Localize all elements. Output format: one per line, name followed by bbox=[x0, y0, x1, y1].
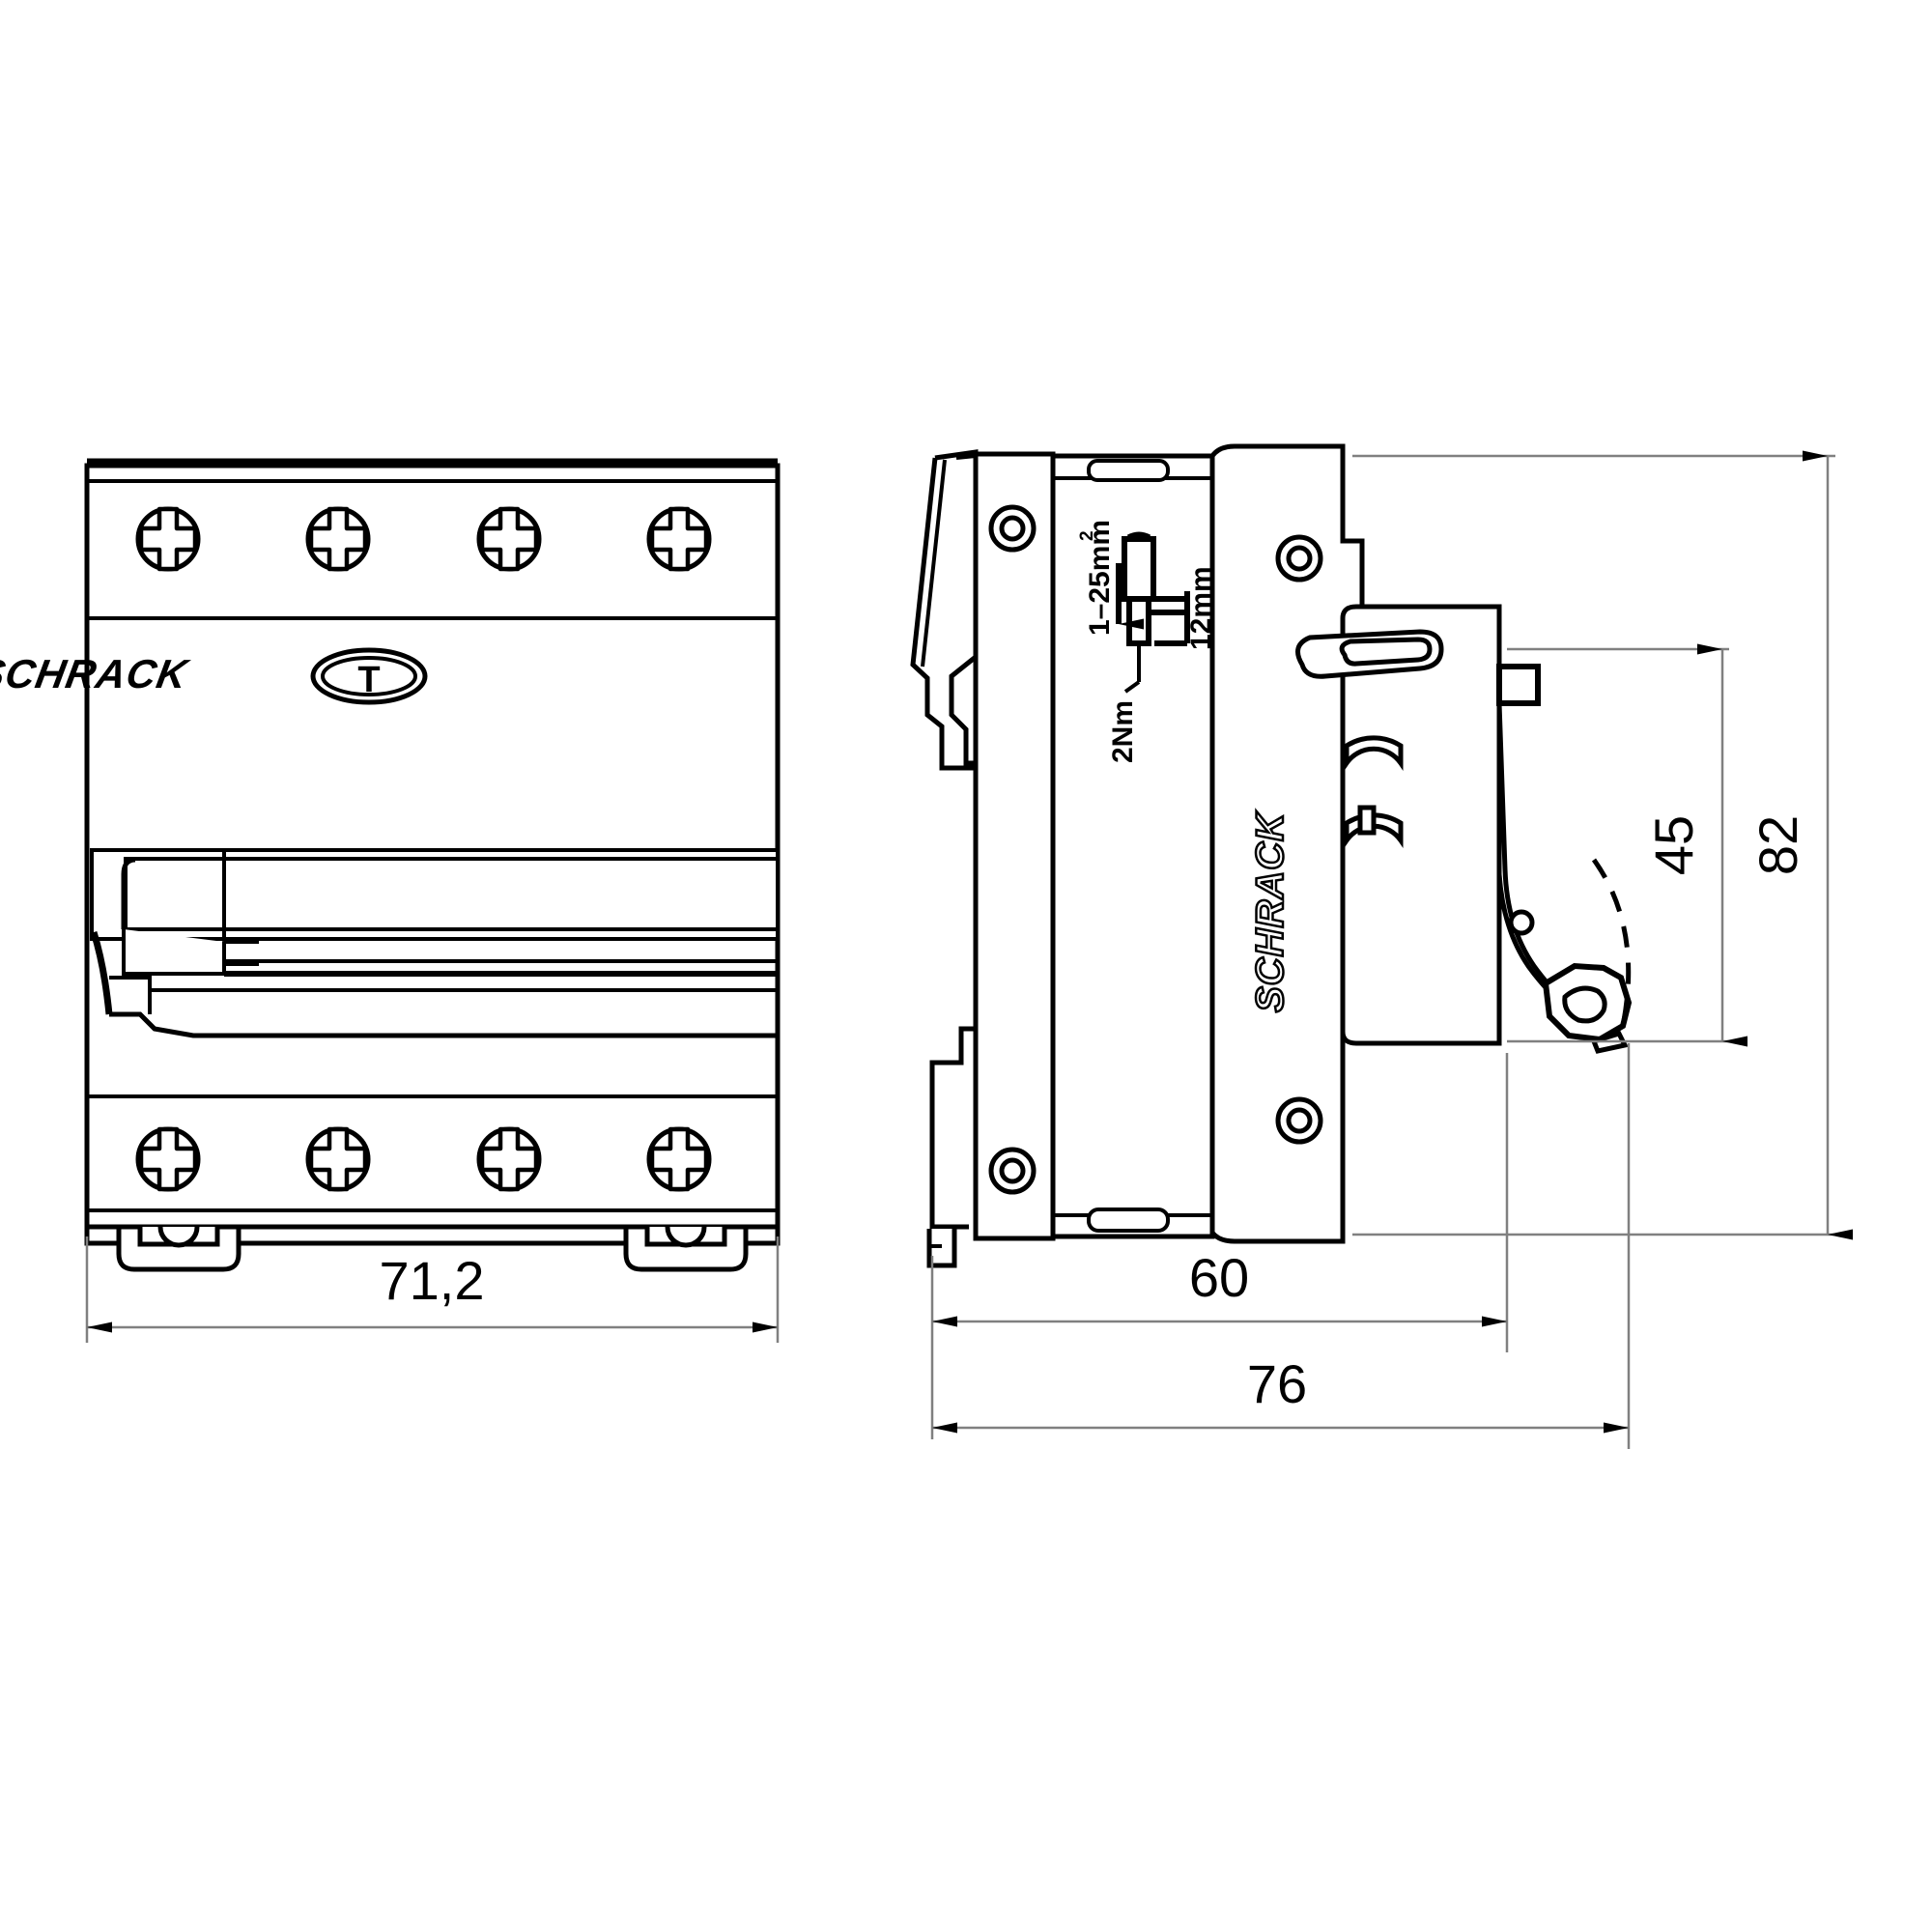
toggle-left-step bbox=[109, 976, 152, 1014]
side-vertical-dimensions: 45 82 bbox=[1352, 450, 1853, 1240]
din-foot-left bbox=[119, 1227, 239, 1269]
toggle-left-tab bbox=[122, 929, 226, 976]
dim-label-45: 45 bbox=[1643, 815, 1704, 875]
lever-pivot bbox=[1508, 909, 1535, 936]
torque-label: 2Nm bbox=[1107, 700, 1139, 763]
terminal-clamp-bar bbox=[1146, 596, 1190, 615]
center-panel-top-slot bbox=[1087, 459, 1170, 482]
side-body-left bbox=[973, 451, 1056, 1241]
side-boss-bottom-left bbox=[991, 1150, 1034, 1192]
terminal-screw-slot bbox=[1126, 531, 1151, 540]
ce-letter-e-bar bbox=[1357, 805, 1377, 836]
ce-letter-c bbox=[1344, 735, 1404, 772]
dim-label-82: 82 bbox=[1747, 815, 1808, 875]
front-brand-label: SCHRACK bbox=[0, 651, 193, 696]
screw-top-4[interactable] bbox=[649, 509, 709, 569]
lever-travel-arc bbox=[1591, 858, 1632, 1027]
toggle-bottom-contour bbox=[109, 1011, 778, 1038]
screw-top-3[interactable] bbox=[479, 509, 539, 569]
side-boss-top-left bbox=[991, 507, 1034, 550]
side-center-panel: 1–25mm 2 12mm 2Nm bbox=[1050, 453, 1217, 1239]
dim-label-76: 76 bbox=[1247, 1353, 1307, 1414]
side-boss-bottom-right bbox=[1278, 1099, 1321, 1142]
screw-top-1[interactable] bbox=[138, 509, 198, 569]
torque-leader-tail bbox=[1123, 680, 1141, 694]
clip-spring-outer bbox=[910, 457, 974, 771]
dim-label-60: 60 bbox=[1189, 1247, 1249, 1308]
screw-bottom-4[interactable] bbox=[649, 1129, 709, 1189]
screw-bottom-1[interactable] bbox=[138, 1129, 198, 1189]
clip-top-edge bbox=[955, 454, 977, 460]
lever-grip bbox=[1295, 629, 1444, 679]
lever-housing bbox=[1295, 604, 1633, 1054]
side-boss-top-right bbox=[1278, 537, 1321, 580]
side-brand-label: SCHRACK bbox=[1249, 810, 1292, 1012]
screw-bottom-2[interactable] bbox=[308, 1129, 368, 1189]
grip-inner bbox=[1339, 637, 1433, 667]
din-foot-right bbox=[626, 1227, 746, 1269]
center-panel-bottom-slot bbox=[1087, 1208, 1170, 1233]
toggle-left-flank bbox=[90, 930, 113, 1015]
lever-arm-outer bbox=[1496, 702, 1565, 1001]
lever-housing-outline bbox=[1340, 604, 1502, 1046]
side-horizontal-dimensions: 60 76 bbox=[930, 1043, 1631, 1449]
side-housing-right: SCHRACK bbox=[1209, 443, 1365, 1244]
knob-inner bbox=[1562, 985, 1607, 1024]
test-button-label: T bbox=[357, 660, 380, 700]
conductor-range-label: 1–25mm bbox=[1084, 520, 1116, 636]
front-toggle-assembly[interactable] bbox=[90, 848, 780, 1038]
conductor-range-exponent: 2 bbox=[1077, 530, 1097, 541]
clip-spring-inner bbox=[921, 459, 947, 668]
terminal-screw-head bbox=[1122, 536, 1156, 602]
screw-top-2[interactable] bbox=[308, 509, 368, 569]
ce-mark-icon bbox=[1344, 735, 1404, 849]
front-view: SCHRACK T bbox=[0, 458, 781, 1343]
lever-lug bbox=[1496, 664, 1541, 706]
lever-knob[interactable] bbox=[1542, 962, 1633, 1054]
side-view: 1–25mm 2 12mm 2Nm SCHRACK bbox=[910, 443, 1853, 1449]
dim-label-71-2: 71,2 bbox=[380, 1250, 485, 1311]
screw-bottom-3[interactable] bbox=[479, 1129, 539, 1189]
front-width-dimension: 71,2 bbox=[85, 1236, 780, 1343]
side-left-block bbox=[973, 451, 1056, 1241]
test-button[interactable]: T bbox=[310, 647, 428, 705]
center-panel-outline bbox=[1050, 453, 1215, 1239]
